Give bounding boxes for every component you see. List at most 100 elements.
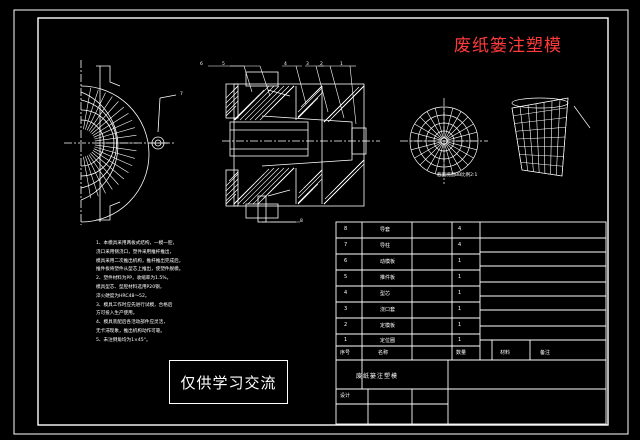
spoke-line	[419, 116, 443, 140]
hatch-line	[225, 105, 237, 117]
note-line: 4、模具装配后各活动部件应灵活，	[96, 320, 168, 326]
spoke-line	[444, 108, 454, 139]
parts-cell-name: 导套	[380, 227, 391, 233]
callout-number: 2	[320, 62, 323, 67]
hatch-line	[247, 167, 285, 205]
parts-cell-qty: 1	[458, 290, 462, 296]
watermark-stamp-box: 仅供学习交流	[169, 360, 288, 404]
rib-line	[86, 155, 106, 194]
rib-line	[85, 89, 99, 130]
basket-col-line	[550, 100, 553, 175]
title-block-designer-label: 设计	[340, 393, 351, 399]
parts-cell-qty: 1	[458, 274, 462, 280]
rib-line	[93, 119, 133, 138]
rib-line	[83, 156, 92, 199]
spoke-line	[445, 111, 462, 139]
hatch-line	[244, 85, 280, 121]
hatch-line	[297, 97, 319, 119]
note-line: 淬火硬度为HRC48～52。	[96, 293, 150, 299]
rib-line	[90, 153, 119, 185]
parts-cell-no: 4	[344, 290, 348, 296]
header-cell-remark: 备注	[540, 350, 551, 356]
hatch-line	[318, 169, 323, 174]
note-line: 2、塑件材料为PP，收缩率为1.5%，	[96, 276, 172, 282]
parts-cell-no: 5	[344, 274, 348, 280]
hatch-line	[239, 85, 275, 121]
hatch-line	[234, 85, 270, 121]
parts-cell-name: 推件板	[380, 275, 396, 281]
hatch-line	[233, 89, 265, 121]
rib-line	[88, 154, 113, 190]
callout-number: 8	[300, 219, 303, 224]
rib-line	[86, 92, 106, 131]
note-line: 模具采用二次推出机构，推杆推出完成后，	[96, 258, 184, 264]
section-view-label: 截面视图BB比例2:1	[437, 173, 478, 178]
inner-sheet-border	[37, 17, 609, 426]
hatch-line	[237, 167, 275, 205]
basket-col-line	[561, 97, 569, 177]
spoke-line	[446, 131, 477, 141]
basket-col-line	[527, 105, 534, 172]
hatch-line	[252, 167, 290, 205]
basket-col-line	[519, 106, 529, 171]
mold-section-view	[222, 71, 380, 223]
section-hatching	[225, 85, 365, 205]
basket-col-line	[511, 107, 523, 171]
spoke-line	[411, 131, 442, 141]
basket-col-line	[543, 102, 546, 174]
rib-line	[94, 134, 137, 142]
spoke-line	[419, 142, 443, 166]
rib-line	[94, 144, 137, 152]
basket-row-line	[513, 107, 568, 117]
basket-row-line	[514, 117, 567, 124]
stamp-text: 仅供学习交流	[180, 374, 277, 392]
note-line: 模具型芯、型腔材料选用P20钢，	[96, 284, 165, 290]
spoke-line	[434, 143, 444, 174]
hatch-line	[292, 167, 295, 170]
rib-line	[94, 127, 135, 140]
spoke-line	[426, 143, 443, 171]
basket-row-line	[515, 126, 566, 132]
note-line: 3、模具工作时应先进行试模，合格后	[96, 302, 173, 308]
parts-cell-name: 定模板	[380, 323, 396, 329]
hatch-line	[323, 86, 360, 123]
callout-number: 7	[180, 92, 183, 97]
header-cell-qty: 数量	[456, 350, 467, 356]
hatch-line	[254, 85, 290, 121]
hatch-line	[297, 87, 323, 113]
note-line: 浇口采用侧浇口，塑件采用推杆推出，	[96, 249, 175, 255]
parts-cell-name: 导柱	[380, 243, 391, 249]
spoke-line	[446, 142, 474, 159]
callout-number: 6	[200, 62, 203, 67]
hatch-line	[297, 92, 323, 118]
note-line: 无卡滞现象，推出机构动作可靠。	[96, 328, 165, 334]
hatch-line	[297, 178, 323, 204]
basket-side-view	[511, 97, 591, 177]
parts-cell-name: 浇口套	[380, 307, 396, 313]
basket-top-view	[400, 98, 488, 184]
note-line: 方可投入生产使用。	[96, 311, 138, 317]
rib-line	[91, 106, 125, 135]
hatch-line	[362, 85, 365, 88]
basket-row-line	[511, 97, 569, 109]
callout-number: 4	[284, 62, 287, 67]
parts-cell-qty: 1	[458, 306, 462, 312]
parts-cell-no: 8	[344, 226, 348, 232]
callout-leaders	[208, 65, 357, 223]
basket-col-line	[555, 99, 561, 176]
hatch-line	[242, 167, 280, 205]
hatch-line	[225, 90, 239, 104]
hatch-line	[323, 163, 365, 205]
parts-cell-qty: 1	[458, 337, 462, 343]
hatch-line	[225, 183, 239, 197]
header-cell-no: 序号	[340, 350, 351, 356]
rib-line	[94, 146, 135, 159]
rib-line	[93, 148, 133, 167]
outer-sheet-border	[13, 9, 629, 435]
hatch-line	[297, 173, 323, 199]
spoke-line	[414, 123, 442, 140]
parts-cell-no: 3	[344, 306, 348, 312]
parts-cell-qty: 4	[458, 226, 462, 232]
